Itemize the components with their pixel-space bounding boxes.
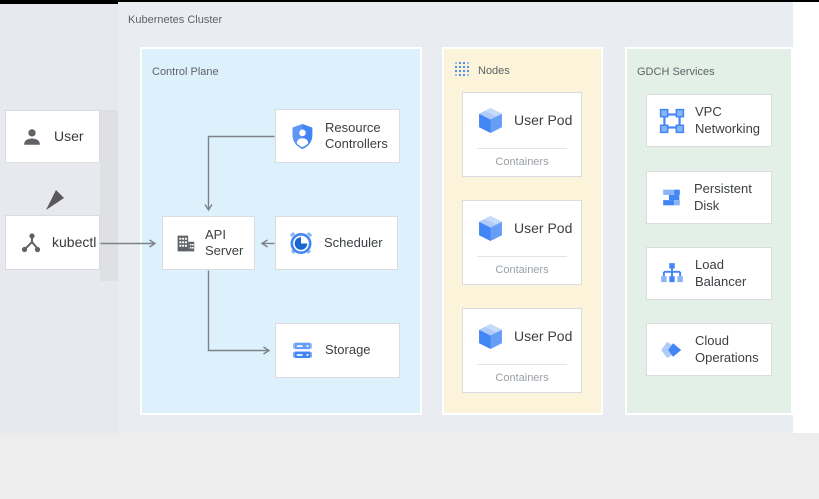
load-balancer-icon [659,261,685,287]
vpc-network-icon [659,108,685,134]
clock-icon [288,230,314,256]
storage-card: Storage [275,323,400,378]
cube-icon [478,323,503,350]
person-icon [21,126,43,148]
api-server-card: API Server [162,216,255,270]
load-balancer-card: Load Balancer [646,247,772,300]
shield-person-icon [290,123,315,150]
resource-controllers-label: Resource Controllers [325,119,388,151]
user-card-label: User [54,127,84,144]
user-pod-label: User Pod [514,219,573,236]
containers-label: Containers [495,155,549,168]
cloud-operations-label: Cloud Operations [695,333,759,365]
load-balancer-label: Load Balancer [695,257,747,289]
kubernetes-cluster-label: Kubernetes Cluster [128,14,223,26]
pod-divider [477,148,567,149]
resource-controllers-card: Resource Controllers [275,109,400,163]
control-plane-label: Control Plane [152,66,219,78]
persistent-disk-label: Persistent Disk [694,181,752,213]
vpc-networking-card: VPC Networking [646,94,772,147]
pod-divider [477,256,567,257]
stacked-disks-icon [290,338,315,363]
building-grid-icon [175,233,196,254]
user-pod-label: User Pod [514,327,573,344]
user-pod-label: User Pod [514,111,573,128]
top-edge-bar [0,0,819,2]
containers-label: Containers [495,263,549,276]
cube-icon [478,215,503,242]
kubectl-card-label: kubectl [52,233,97,250]
top-edge-bar-left [0,0,118,4]
scheduler-card: Scheduler [275,216,398,270]
scheduler-label: Scheduler [324,234,383,250]
persistent-disk-icon [659,185,684,210]
api-server-label: API Server [205,226,244,258]
user-card: User [5,110,100,163]
user-pod-card: User Pod Containers [462,308,582,393]
user-pod-card: User Pod Containers [462,200,582,285]
storage-label: Storage [325,342,371,358]
cloud-operations-icon [659,337,685,363]
user-pod-header: User Pod [463,201,581,256]
vpc-networking-label: VPC Networking [695,104,761,136]
nodes-label: Nodes [478,64,510,77]
dotted-grid-icon [454,61,470,80]
gdch-services-label: GDCH Services [637,66,715,78]
cloud-operations-card: Cloud Operations [646,323,772,376]
bottom-band [0,433,819,499]
user-pod-header: User Pod [463,309,581,364]
cube-icon [478,107,503,134]
left-column-shadow-band [100,110,118,281]
containers-label: Containers [495,371,549,384]
kubectl-card: kubectl [5,215,100,270]
user-pod-header: User Pod [463,93,581,148]
nodes-panel-header: Nodes [454,61,510,80]
kubectl-icon [19,231,43,255]
persistent-disk-card: Persistent Disk [646,171,772,224]
pod-divider [477,364,567,365]
user-pod-card: User Pod Containers [462,92,582,177]
